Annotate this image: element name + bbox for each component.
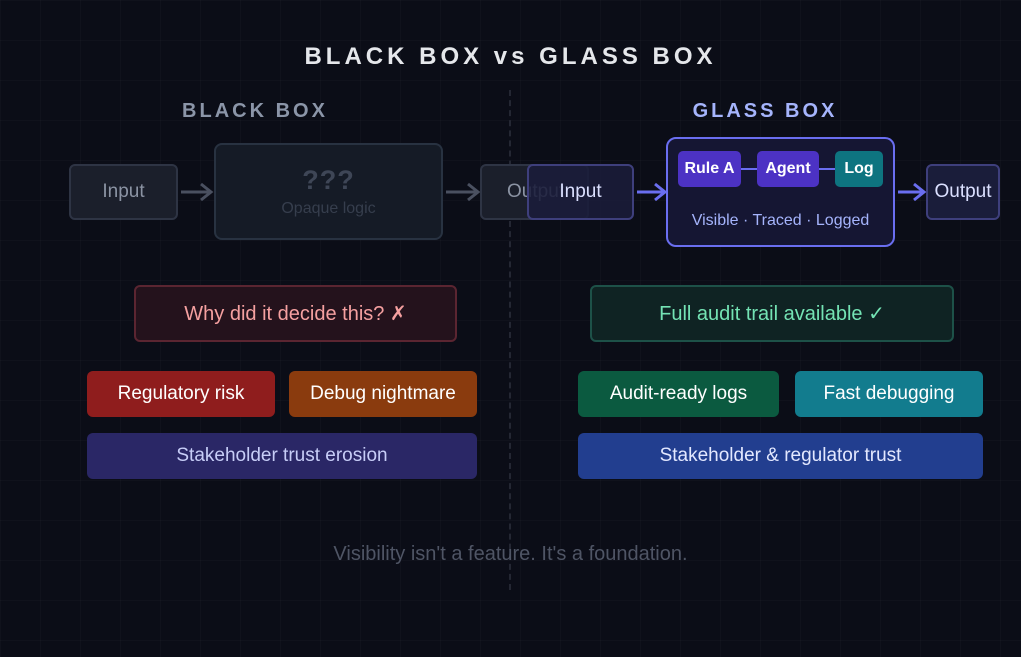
regulatory-risk-pill: Regulatory risk xyxy=(87,371,275,417)
black-input-arrow xyxy=(181,182,214,202)
unknown-symbol: ??? xyxy=(302,165,355,195)
fast-debugging-pill: Fast debugging xyxy=(795,371,983,417)
agent-chip: Agent xyxy=(757,151,819,187)
glass-box-caption: Visible · Traced · Logged xyxy=(691,212,870,229)
black-output-arrow xyxy=(446,182,481,202)
center-divider xyxy=(509,90,511,590)
audit-trail-callout: Full audit trail available ✓ xyxy=(590,285,954,342)
glass-input-arrow xyxy=(637,182,668,202)
opaque-logic-label: Opaque logic xyxy=(281,200,376,217)
audit-ready-logs-pill: Audit-ready logs xyxy=(578,371,779,417)
opaque-logic-box: ??? Opaque logic xyxy=(214,143,443,240)
decision-question-callout: Why did it decide this? ✗ xyxy=(134,285,457,342)
chip-connector xyxy=(819,168,835,170)
rule-a-chip: Rule A xyxy=(678,151,741,187)
glass-output-box: Output xyxy=(926,164,1000,220)
glass-input-box: Input xyxy=(527,164,634,220)
log-chip: Log xyxy=(835,151,883,187)
debug-nightmare-pill: Debug nightmare xyxy=(289,371,477,417)
diagram-title: BLACK BOX vs GLASS BOX xyxy=(304,43,717,70)
black-box-heading: BLACK BOX xyxy=(182,99,328,122)
black-input-box: Input xyxy=(69,164,178,220)
glass-output-arrow xyxy=(898,182,927,202)
trust-erosion-pill: Stakeholder trust erosion xyxy=(87,433,477,479)
footer-tagline: Visibility isn't a feature. It's a found… xyxy=(333,542,688,565)
glass-box-heading: GLASS BOX xyxy=(692,99,838,122)
chip-connector xyxy=(741,168,757,170)
stakeholder-regulator-trust-pill: Stakeholder & regulator trust xyxy=(578,433,983,479)
